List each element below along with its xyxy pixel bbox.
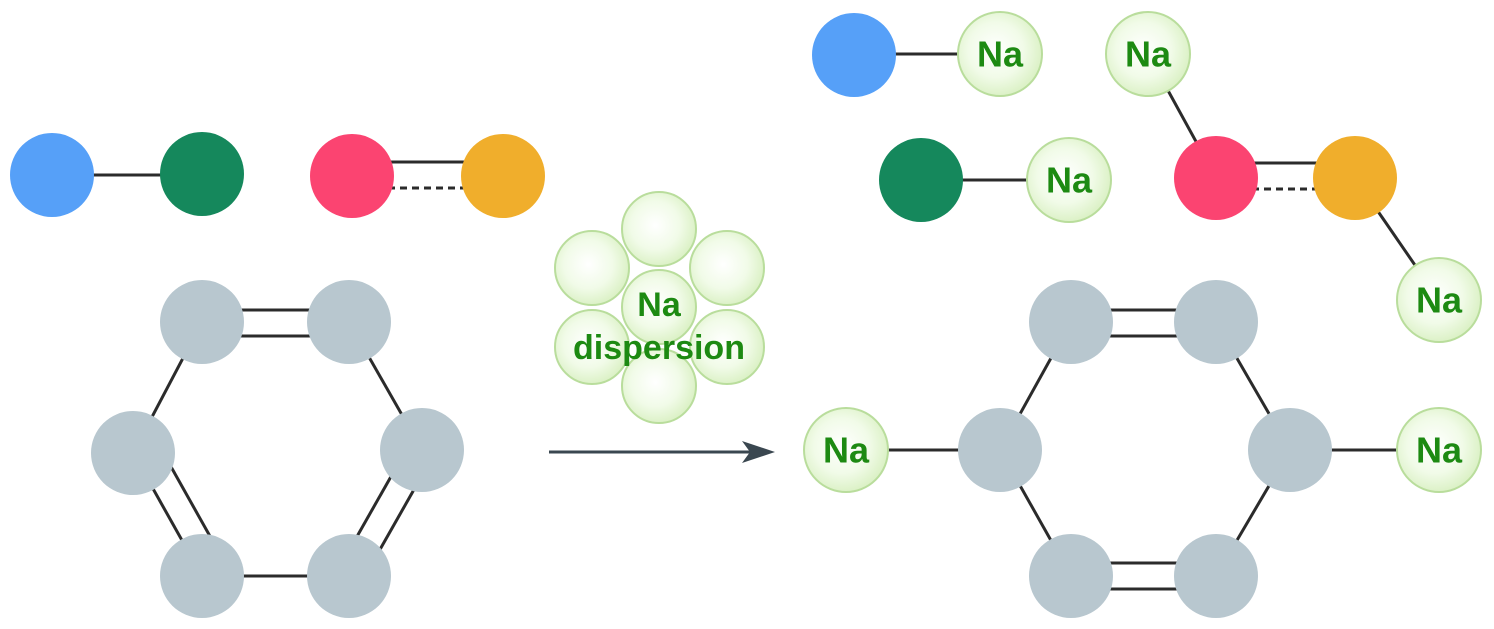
sodium-sphere (689, 230, 765, 306)
orange-atom (1313, 136, 1397, 220)
sodium-sphere (554, 309, 630, 385)
ring-carbon-atom (160, 534, 244, 618)
sodium-atom (957, 11, 1043, 97)
sodium-atom (1026, 137, 1112, 223)
ring-carbon-atom (1174, 280, 1258, 364)
ring-carbon-atom (1174, 534, 1258, 618)
sodium-dispersion-reagent: Na dispersion (554, 191, 765, 424)
product-double-bond-disodium: Na Na (1105, 11, 1482, 343)
sodium-atom (1105, 11, 1191, 97)
ring-carbon-atom (307, 280, 391, 364)
ring-carbon-atom (160, 280, 244, 364)
sodium-label: Na (823, 430, 870, 471)
product-disodium-ring: Na Na (803, 280, 1482, 618)
sodium-label: Na (1125, 34, 1172, 75)
sodium-label: Na (1046, 160, 1093, 201)
products: Na Na Na Na (803, 11, 1482, 618)
arrow-head (742, 441, 775, 463)
reactant-aromatic-ring (91, 280, 464, 618)
sodium-atom (803, 407, 889, 493)
reagent-label-line2: dispersion (573, 329, 745, 367)
ring-carbon-atom (307, 534, 391, 618)
ring-carbon-atom (91, 411, 175, 495)
sodium-atom (1396, 407, 1482, 493)
pink-atom (1174, 136, 1258, 220)
pink-atom (310, 134, 394, 218)
sodium-sphere (621, 348, 697, 424)
reactants (10, 132, 545, 618)
sodium-sphere (621, 269, 697, 345)
reaction-arrow (549, 441, 775, 463)
blue-atom (812, 13, 896, 97)
dark-green-atom (879, 138, 963, 222)
sodium-label: Na (977, 34, 1024, 75)
reagent-label-line1: Na (637, 286, 682, 324)
sodium-label: Na (1416, 430, 1463, 471)
ring-carbon-atom (1029, 534, 1113, 618)
product-blue-sodium: Na (812, 11, 1043, 97)
sodium-label: Na (1416, 280, 1463, 321)
ring-carbon-atom (1029, 280, 1113, 364)
blue-atom (10, 133, 94, 217)
sodium-atom (1396, 257, 1482, 343)
ring-carbon-atom (958, 408, 1042, 492)
reactant-single-bond-molecule (10, 132, 244, 217)
sodium-sphere (554, 230, 630, 306)
orange-atom (461, 134, 545, 218)
sodium-sphere (621, 191, 697, 267)
product-green-sodium: Na (879, 137, 1112, 223)
sodium-sphere (689, 309, 765, 385)
ring-carbon-atom (1248, 408, 1332, 492)
dark-green-atom (160, 132, 244, 216)
reactant-double-bond-molecule (310, 134, 545, 218)
ring-carbon-atom (380, 408, 464, 492)
